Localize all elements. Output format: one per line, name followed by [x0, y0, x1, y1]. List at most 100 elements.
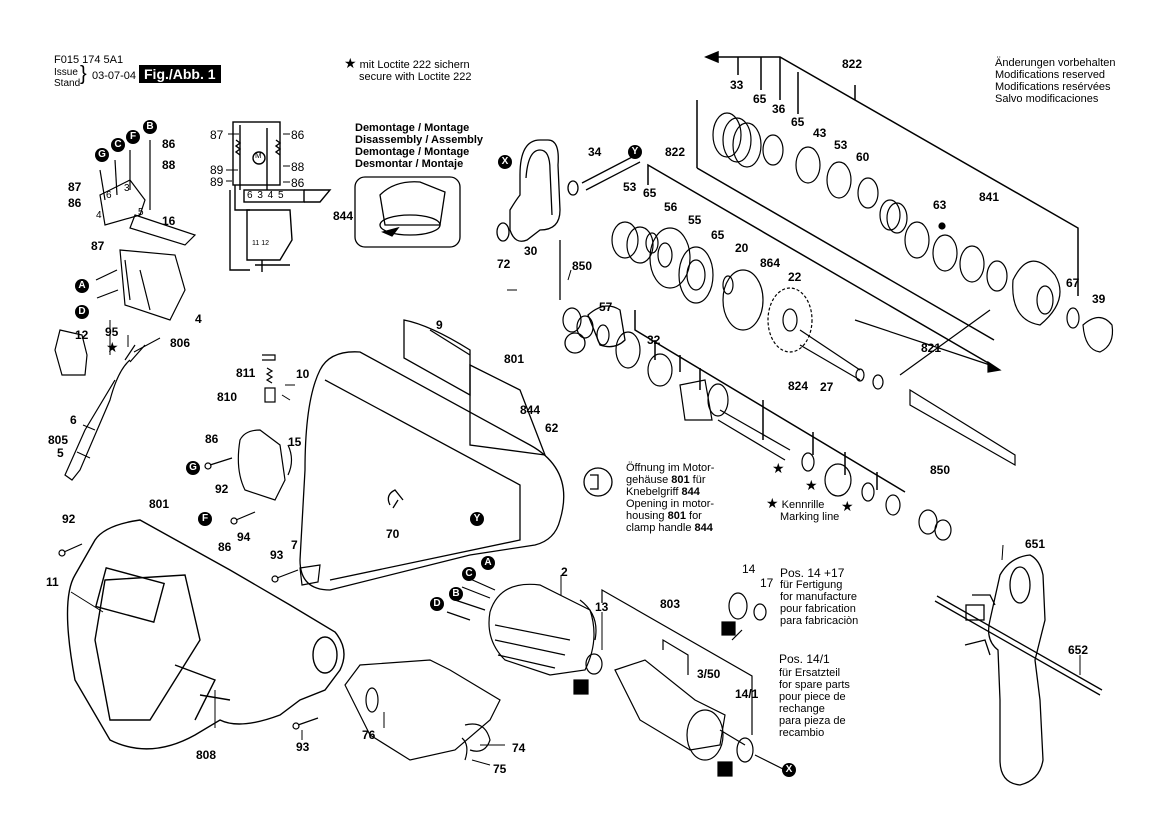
document-number: F015 174 5A1 [54, 54, 124, 66]
part-label-74: 74 [512, 741, 526, 755]
part-label-844: 844 [333, 209, 354, 223]
pos-note-line: for manufacture [780, 591, 858, 603]
connector-X: X [498, 155, 512, 169]
part-label-93: 93 [296, 740, 310, 754]
part-label-6: 6 [70, 413, 77, 427]
disassembly-en: Disassembly / Assembly [355, 134, 483, 146]
loctite-note: ★ mit Loctite 222 sichern secure with Lo… [344, 55, 472, 83]
leader-lines [70, 133, 1081, 766]
connector-G: G [95, 148, 109, 162]
part-label-3-50: 3/50 [697, 667, 721, 681]
pos-note-line: rechange [779, 703, 825, 715]
part-label-92: 92 [215, 482, 229, 496]
disassembly-es: Desmontar / Montaje [355, 158, 464, 170]
part-label-65: 65 [643, 186, 657, 200]
issue-label: Issue Stand [54, 67, 80, 89]
part-label-15: 15 [288, 435, 302, 449]
marking-note: ★ Kennrille Marking line [766, 496, 840, 523]
connector-C: C [462, 567, 476, 581]
gasket-74-75-76 [344, 659, 501, 761]
issue-date: 03-07-04 [92, 70, 137, 82]
part-label-87: 87 [68, 180, 82, 194]
marking-note-de: Kennrille [781, 499, 825, 511]
part-label-86: 86 [218, 540, 232, 554]
connector-A: A [481, 556, 495, 570]
part-label-11: 11 [46, 575, 59, 589]
part-label-844: 844 [520, 403, 541, 417]
part-label-22: 22 [788, 270, 802, 284]
part-label-2: 2 [561, 565, 568, 579]
pos-note-line: pour fabrication [780, 603, 856, 615]
connector-B: B [449, 587, 463, 601]
part-label-864: 864 [760, 256, 781, 270]
brace: } [80, 63, 87, 85]
loctite-note-de: mit Loctite 222 sichern [359, 59, 470, 71]
modifications-es: Salvo modificaciones [995, 93, 1099, 105]
modifications-fr: Modifications resérvées [995, 81, 1111, 93]
bracket-822-upper [696, 50, 1079, 341]
part-label-805: 805 [48, 433, 69, 447]
part-label-53: 53 [834, 138, 848, 152]
marking-note-en: Marking line [780, 511, 840, 523]
part-label-62: 62 [545, 421, 559, 435]
part-label-20: 20 [735, 241, 749, 255]
opening-note: Öffnung im Motor- gehäuse 801 für Knebel… [626, 462, 714, 534]
switch-terminal-5: 5 [138, 207, 144, 218]
part-label-810: 810 [217, 390, 238, 404]
star-icon: ★ [344, 55, 357, 71]
part-label-811: 811 [236, 366, 256, 380]
part-label-65: 65 [753, 92, 767, 106]
pos-note-line: recambio [779, 727, 825, 739]
part-label-93: 93 [270, 548, 284, 562]
disassembly-note: Demontage / Montage Disassembly / Assemb… [355, 122, 483, 170]
modifications-note: Änderungen vorbehalten Modifications res… [995, 57, 1115, 105]
part-label-57: 57 [599, 300, 613, 314]
part-label-5: 5 [57, 446, 64, 460]
part-label-76: 76 [362, 728, 376, 742]
part-label-86: 86 [205, 432, 219, 446]
part-label-821: 821 [921, 341, 942, 355]
part-label-92: 92 [62, 512, 76, 526]
pos-note-line: für Fertigung [780, 579, 843, 591]
part-label-75: 75 [493, 762, 507, 776]
opening-note-line: Opening in motor- [626, 498, 715, 510]
part-label-801: 801 [504, 352, 525, 366]
modifications-en: Modifications reserved [995, 69, 1106, 81]
part-label-63: 63 [933, 198, 947, 212]
part-label-13: 13 [595, 600, 609, 614]
part-label-94: 94 [237, 530, 251, 544]
part-label-56: 56 [664, 200, 678, 214]
part-label-88: 88 [162, 158, 176, 172]
opening-note-line: housing 801 for [626, 510, 702, 522]
part-label-850: 850 [930, 463, 951, 477]
wiring-label-89: 89 [210, 175, 224, 189]
switch-terminal-4: 4 [96, 210, 102, 221]
connector-A: A [75, 279, 89, 293]
disassembly-inset [354, 176, 461, 248]
part-label-16: 16 [162, 214, 176, 228]
part-label-7: 7 [291, 538, 298, 552]
part-label-808: 808 [196, 748, 217, 762]
part-label-70: 70 [386, 527, 400, 541]
connector-Y: Y [628, 145, 642, 159]
pos-note-title: Pos. 14/1 [779, 652, 830, 666]
rear-housing [66, 519, 345, 750]
part-label-67: 67 [1066, 276, 1080, 290]
part-label-652: 652 [1068, 643, 1089, 657]
part-label-55: 55 [688, 213, 702, 227]
opening-note-line: gehäuse 801 für [626, 474, 706, 486]
part-label-841: 841 [979, 190, 1000, 204]
part-label-12: 12 [75, 328, 89, 342]
connector-F: F [126, 130, 140, 144]
part-label-39: 39 [1092, 292, 1106, 306]
wiring-label-89: 89 [210, 163, 224, 177]
pos-note-line: for spare parts [779, 679, 850, 691]
connector-B: B [143, 120, 157, 134]
side-handle [934, 554, 1103, 786]
part-label-34: 34 [588, 145, 602, 159]
part-label-822: 822 [842, 57, 863, 71]
part-label-65: 65 [711, 228, 725, 242]
connector-X: X [782, 763, 796, 777]
brush-holder [237, 354, 293, 501]
